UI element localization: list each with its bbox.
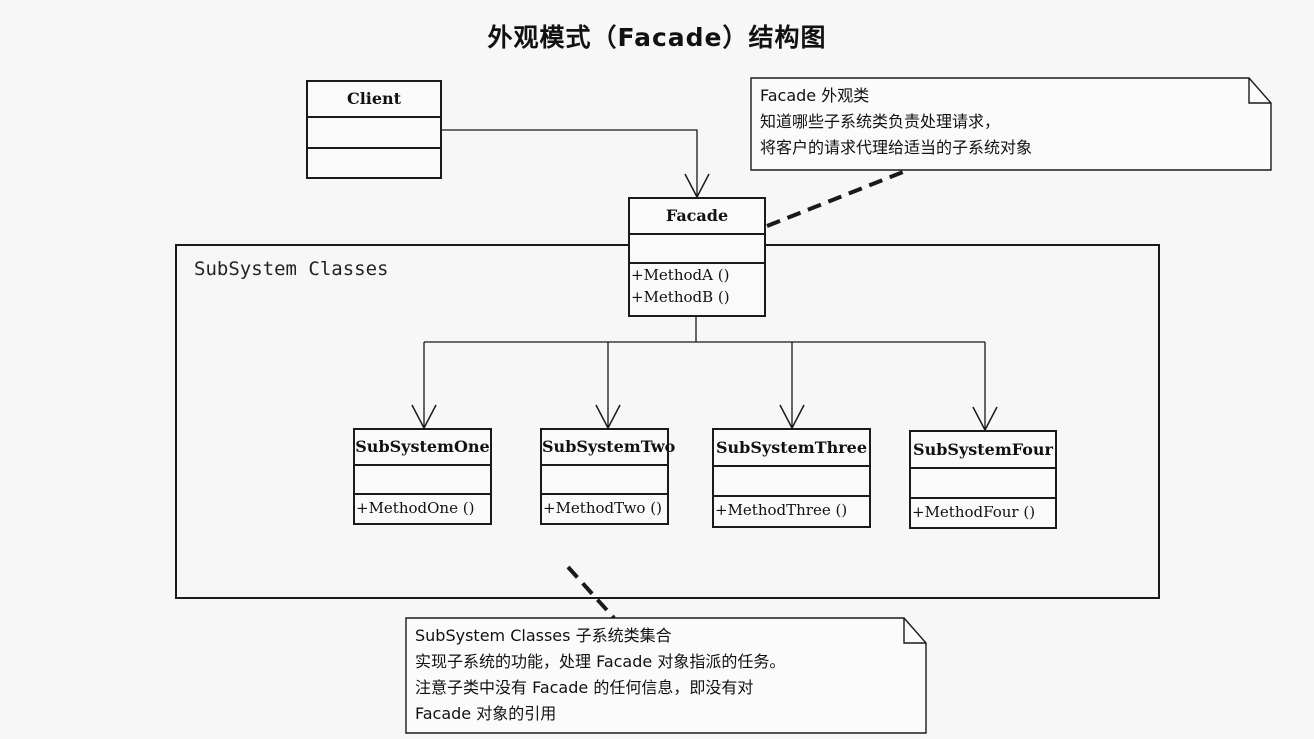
facade-note-line: 将客户的请求代理给适当的子系统对象 — [760, 138, 1033, 157]
subsystem-note-fold — [903, 618, 926, 644]
subsystem-two-attributes — [542, 466, 667, 495]
client-operations — [308, 149, 440, 177]
facade-note-anchor — [766, 168, 909, 228]
facade-note-fold — [1248, 78, 1271, 104]
subsystem-note-line: SubSystem Classes 子系统类集合 — [415, 626, 672, 645]
client-facade-association — [441, 129, 698, 197]
subsystem-three-name: SubSystemThree — [714, 430, 869, 467]
subsystem-three-attributes — [714, 467, 869, 497]
facade-note: Facade 外观类 知道哪些子系统类负责处理请求， 将客户的请求代理给适当的子… — [760, 83, 1240, 161]
subsystem-note-line: 实现子系统的功能，处理 Facade 对象指派的任务。 — [415, 652, 786, 671]
facade-class-name: Facade — [630, 199, 764, 235]
facade-attributes — [630, 235, 764, 264]
subsystem-one-name: SubSystemOne — [355, 430, 490, 466]
subsystem-four-attributes — [911, 469, 1055, 499]
client-class-name: Client — [308, 82, 440, 118]
subsystem-one-op: +MethodOne () — [356, 499, 475, 517]
subsystem-three-class: SubSystemThree +MethodThree () — [712, 428, 871, 528]
facade-class: Facade +MethodA () +MethodB () — [628, 197, 766, 317]
subsystem-one-attributes — [355, 466, 490, 495]
subsystem-three-op: +MethodThree () — [715, 501, 848, 519]
client-attributes — [308, 118, 440, 149]
subsystem-note-line: Facade 对象的引用 — [415, 704, 557, 723]
facade-note-line: 知道哪些子系统类负责处理请求， — [760, 112, 1001, 131]
facade-note-line: Facade 外观类 — [760, 86, 870, 105]
subsystem-four-op: +MethodFour () — [912, 503, 1036, 521]
subsystem-four-class: SubSystemFour +MethodFour () — [909, 430, 1057, 529]
diagram-title: 外观模式（Facade）结构图 — [487, 23, 827, 52]
client-class: Client — [306, 80, 442, 179]
subsystem-four-name: SubSystemFour — [911, 432, 1055, 469]
facade-op-b: +MethodB () — [631, 288, 730, 306]
subsystem-one-class: SubSystemOne +MethodOne () — [353, 428, 492, 525]
subsystem-two-op: +MethodTwo () — [543, 499, 662, 517]
subsystem-note-line: 注意子类中没有 Facade 的任何信息，即没有对 — [415, 678, 754, 697]
subsystem-two-class: SubSystemTwo +MethodTwo () — [540, 428, 675, 525]
facade-operations: +MethodA () +MethodB () — [630, 264, 764, 308]
subsystem-note-anchor — [566, 565, 616, 620]
package-label: SubSystem Classes — [194, 258, 389, 280]
subsystem-two-name: SubSystemTwo — [542, 430, 675, 466]
facade-op-a: +MethodA () — [631, 266, 730, 284]
subsystem-note: SubSystem Classes 子系统类集合 实现子系统的功能，处理 Fac… — [415, 623, 895, 727]
